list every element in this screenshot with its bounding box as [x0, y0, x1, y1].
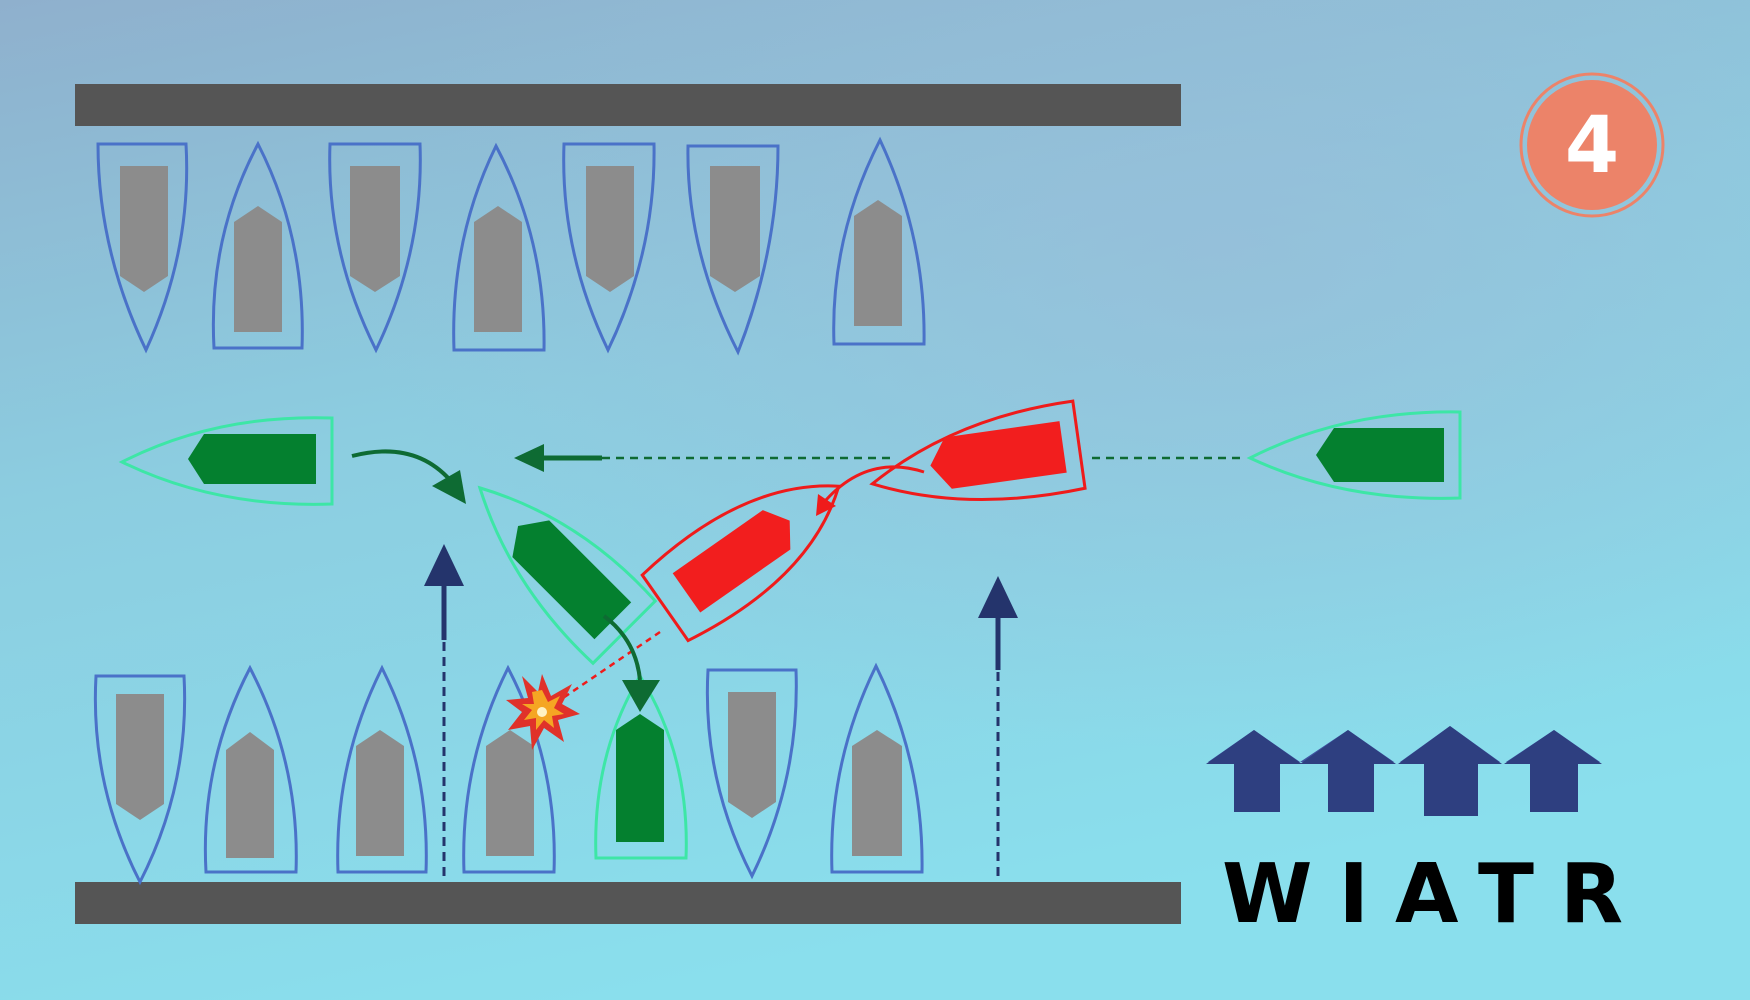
- moored-boat: [328, 142, 422, 354]
- pier-top: [75, 84, 1181, 126]
- wind-direction-arrow-icon: [1300, 730, 1396, 812]
- course-lines: [559, 456, 1240, 702]
- moored-boat: [336, 664, 428, 874]
- green-arrows: [351, 444, 660, 712]
- collision-burst-icon: [506, 674, 580, 750]
- wind-flow-arrows: [424, 544, 1018, 876]
- curved-path-arrow-berth: [602, 614, 642, 681]
- wind-direction-arrow-icon: [1398, 726, 1502, 816]
- moored-boat: [705, 668, 798, 880]
- red-arrow-head-icon: [816, 494, 836, 516]
- moored-boats-top-row: [96, 136, 926, 356]
- red-dashed-course: [559, 630, 661, 702]
- own-boat-turning: [477, 485, 658, 666]
- arrow-head-icon: [432, 470, 466, 504]
- pier-bottom: [75, 882, 1181, 924]
- moored-boat: [211, 140, 304, 350]
- wind-label: WIATR: [1222, 847, 1649, 942]
- moored-boat: [830, 662, 924, 874]
- own-boat-start: [118, 416, 334, 506]
- moored-boats-bottom-row: [93, 662, 924, 886]
- arrow-up-icon: [978, 576, 1018, 618]
- step-number: 4: [1565, 101, 1619, 191]
- moored-boat: [462, 664, 556, 874]
- own-boat-approach: [1246, 410, 1462, 500]
- other-boat-start: [869, 399, 1087, 502]
- wind-direction-arrow-icon: [1206, 730, 1302, 812]
- arrow-up-icon: [424, 544, 464, 586]
- step-number-badge: 4: [1519, 72, 1665, 218]
- moored-boat: [203, 664, 298, 874]
- arrow-down-icon: [622, 680, 660, 712]
- wind-direction-arrow-icon: [1504, 730, 1602, 812]
- moored-boat: [686, 144, 780, 356]
- arrow-left-icon: [514, 444, 544, 472]
- curved-path-arrow: [351, 449, 452, 482]
- red-curved-path-arrow: [824, 465, 925, 502]
- moored-boat: [832, 136, 926, 346]
- moored-boat: [96, 142, 189, 354]
- moored-boat: [93, 674, 187, 886]
- moored-boat: [562, 142, 656, 354]
- moored-boat: [452, 142, 546, 352]
- wind-direction-arrows: [1206, 726, 1602, 816]
- other-boat-turning: [640, 484, 841, 643]
- red-arrows: [816, 465, 925, 516]
